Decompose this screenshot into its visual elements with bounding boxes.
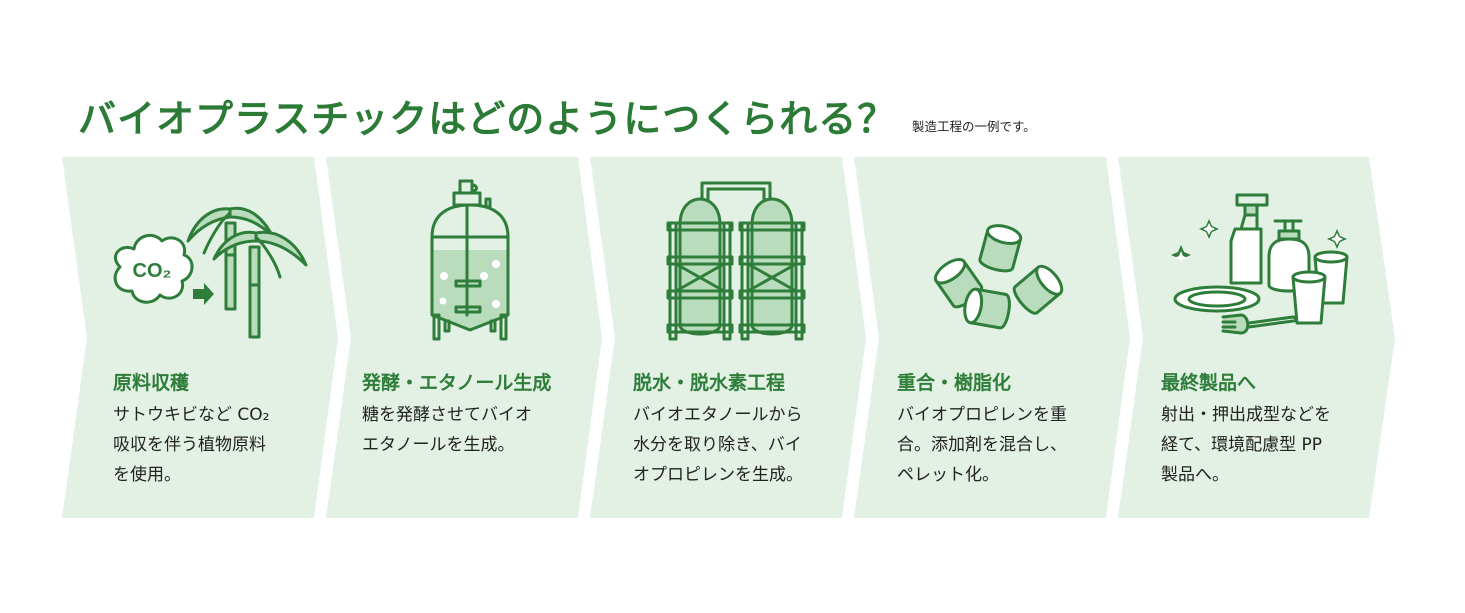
page-title: バイオプラスチックはどのようにつくられる？ xyxy=(78,97,897,141)
step-1-title: 原料収穫 xyxy=(113,372,190,394)
fermentation-tank-icon xyxy=(430,179,510,341)
tower-left xyxy=(666,197,734,341)
step-2-panel xyxy=(326,157,602,518)
tower-right xyxy=(738,197,806,341)
step-5-description: 射出・押出成型などを 経て、環境配慮型 PP 製品へ。 xyxy=(1161,405,1331,485)
step-2-title: 発酵・エタノール生成 xyxy=(362,372,552,394)
plastic-products-icon xyxy=(1171,193,1349,335)
step-2-description: 糖を発酵させてバイオ エタノールを生成。 xyxy=(362,405,532,455)
co2-label: CO₂ xyxy=(133,260,172,282)
step-3-title: 脱水・脱水素工程 xyxy=(633,372,786,394)
step-4-panel xyxy=(854,157,1130,518)
sugarcane-co2-icon: CO₂ xyxy=(113,206,308,339)
arrow-right-icon xyxy=(193,283,214,305)
page-subtitle: 製造工程の一例です。 xyxy=(912,119,1036,134)
step-4-title: 重合・樹脂化 xyxy=(897,372,1012,394)
distillation-towers-icon xyxy=(666,181,806,341)
step-3-description: バイオエタノールから 水分を取り除き、バイ オプロピレンを生成。 xyxy=(633,405,803,485)
step-1-description: サトウキビなど CO₂ 吸収を伴う植物原料 を使用。 xyxy=(113,405,270,485)
step-5-panel xyxy=(1118,157,1395,518)
step-4-description: バイオプロピレンを重 合。添加剤を混合し、 ペレット化。 xyxy=(897,405,1067,485)
step-5-title: 最終製品へ xyxy=(1161,372,1257,394)
resin-pellets-icon xyxy=(933,224,1064,330)
